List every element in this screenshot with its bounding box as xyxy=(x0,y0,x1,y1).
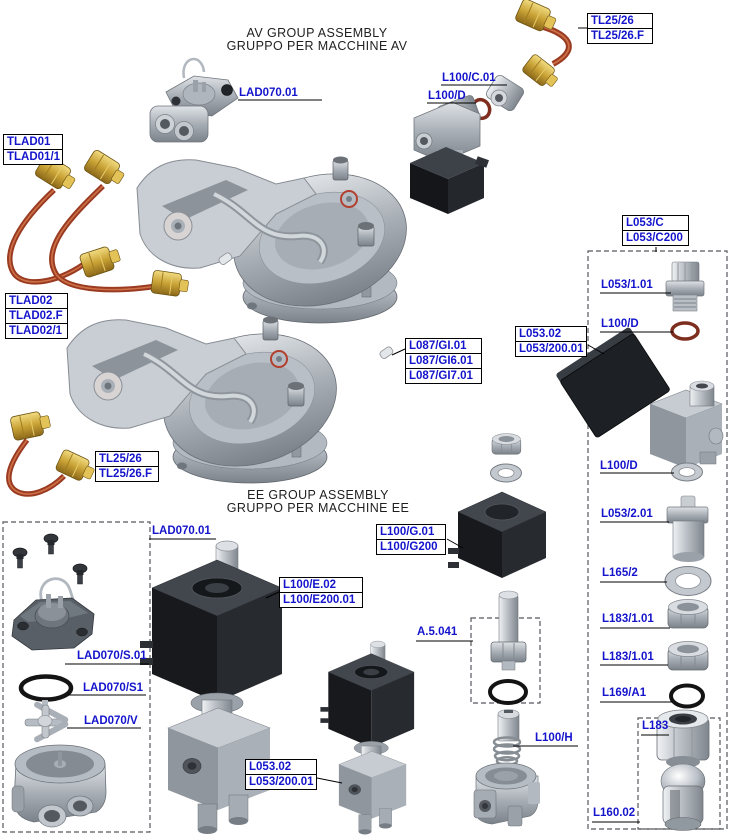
part-l160-fitting xyxy=(656,709,710,831)
part-a5041-plunger xyxy=(488,590,528,705)
label-l165-2[interactable]: L165/2 xyxy=(602,567,638,579)
part-valve-av xyxy=(410,95,490,214)
part-l165-washer xyxy=(664,566,712,596)
part-pin-l087 xyxy=(379,346,394,359)
part-hoses-tlad01 xyxy=(7,148,191,299)
label-lad070s1[interactable]: LAD070/S1 xyxy=(83,682,144,694)
label-l100d-box2[interactable]: L100/D xyxy=(600,460,638,472)
label-tlad02-f[interactable]: TLAD02.F xyxy=(5,308,68,324)
title-av-line1: AV GROUP ASSEMBLY xyxy=(246,26,388,40)
part-group-casting-av xyxy=(137,154,422,326)
label-l100d-box1[interactable]: L100/D xyxy=(601,318,639,330)
part-lad070s-lever xyxy=(11,577,95,651)
label-tl25-26-left[interactable]: TL25/26 xyxy=(95,451,159,467)
dashed-box-l053c xyxy=(587,250,728,830)
label-l053-02-bot[interactable]: L053.02 xyxy=(245,759,317,775)
label-stack-l100e: L100/E.02 L100/E200.01 xyxy=(279,577,363,608)
label-l100-e02[interactable]: L100/E.02 xyxy=(279,577,363,593)
part-coil-l100g xyxy=(448,433,547,578)
label-l087-gi[interactable]: L087/GI.01 xyxy=(405,338,482,354)
part-l053-1-fitting xyxy=(665,261,705,312)
label-l053-200-bot[interactable]: L053/200.01 xyxy=(245,774,317,790)
label-l183-1b[interactable]: L183/1.01 xyxy=(602,651,654,663)
label-l053-2[interactable]: L053/2.01 xyxy=(601,508,653,520)
label-l100d-top[interactable]: L100/D xyxy=(428,90,466,102)
label-stack-tl25-left: TL25/26 TL25/26.F xyxy=(95,451,159,482)
label-tlad01-1[interactable]: TLAD01/1 xyxy=(3,149,63,165)
part-pin-av xyxy=(218,252,233,265)
label-lad070-av[interactable]: LAD070.01 xyxy=(239,87,298,99)
label-stack-l053-02-bot: L053.02 L053/200.01 xyxy=(245,759,317,790)
label-l053-02-mid[interactable]: L053.02 xyxy=(515,326,587,342)
label-tlad02[interactable]: TLAD02 xyxy=(5,293,68,309)
part-l100d-oring-box xyxy=(670,321,700,341)
title-ee-line2: GRUPPO PER MACCHINE EE xyxy=(226,501,410,515)
part-l183-nut-1 xyxy=(667,599,709,629)
label-l100h[interactable]: L100/H xyxy=(535,732,573,744)
label-l053-c[interactable]: L053/C xyxy=(622,215,689,231)
label-stack-tlad01: TLAD01 TLAD01/1 xyxy=(3,134,63,165)
title-av-line2: GRUPPO PER MACCHINE AV xyxy=(226,39,408,53)
part-lad070s1-oring xyxy=(18,674,74,702)
label-l160-02[interactable]: L160.02 xyxy=(593,807,636,819)
part-lad070v-impeller xyxy=(24,700,69,743)
label-l053-c200[interactable]: L053/C200 xyxy=(622,230,689,246)
label-tl25-26-top[interactable]: TL25/26 xyxy=(587,13,653,29)
part-l183-nut-2 xyxy=(667,641,709,671)
label-stack-tlad02: TLAD02 TLAD02.F TLAD02/1 xyxy=(5,293,68,339)
label-l100c[interactable]: L100/C.01 xyxy=(442,72,496,84)
part-lad070-screws xyxy=(12,533,88,585)
part-l100c-fitting xyxy=(486,74,524,112)
label-l053-1[interactable]: L053/1.01 xyxy=(601,279,653,291)
label-l183[interactable]: L183 xyxy=(642,720,669,732)
title-ee-line1: EE GROUP ASSEMBLY xyxy=(247,488,389,502)
label-stack-l053c: L053/C L053/C200 xyxy=(622,215,689,246)
leader-lines xyxy=(65,27,674,823)
label-tl25-26f-left[interactable]: TL25/26.F xyxy=(95,466,159,482)
label-l100-e200[interactable]: L100/E200.01 xyxy=(279,592,363,608)
label-lad070-ee[interactable]: LAD070.01 xyxy=(152,525,211,537)
part-l053-2-fitting xyxy=(666,495,709,562)
label-l087-gi7[interactable]: L087/GI7.01 xyxy=(405,368,482,384)
label-stack-l053-02-mid: L053.02 L053/200.01 xyxy=(515,326,587,357)
part-hose-tl25-left xyxy=(6,408,98,497)
part-casting-small xyxy=(473,762,540,827)
part-l100d-washer xyxy=(671,462,703,482)
part-valve-l053-bottom xyxy=(320,640,415,835)
part-hose-tl25-top xyxy=(513,0,572,92)
label-tl25-26f-top[interactable]: TL25/26.F xyxy=(587,28,653,44)
label-tlad01[interactable]: TLAD01 xyxy=(3,134,63,150)
part-valve-l100e xyxy=(139,540,283,835)
label-tlad02-1[interactable]: TLAD02/1 xyxy=(5,323,68,339)
label-a5041[interactable]: A.5.041 xyxy=(417,626,458,638)
label-l100-g01[interactable]: L100/G.01 xyxy=(376,524,446,540)
label-l053-200-mid[interactable]: L053/200.01 xyxy=(515,341,587,357)
label-l183-1a[interactable]: L183/1.01 xyxy=(602,613,654,625)
part-lad070-body xyxy=(11,744,107,828)
label-stack-l087: L087/GI.01 L087/GI6.01 L087/GI7.01 xyxy=(405,338,482,384)
part-lad070-av xyxy=(149,57,239,143)
title-av-group: AV GROUP ASSEMBLY GRUPPO PER MACCHINE AV xyxy=(227,27,408,53)
label-lad070s[interactable]: LAD070/S.01 xyxy=(77,650,147,662)
part-solenoid-l053c xyxy=(556,327,724,468)
label-stack-tl25-top: TL25/26 TL25/26.F xyxy=(587,13,653,44)
label-l087-gi6[interactable]: L087/GI6.01 xyxy=(405,353,482,369)
label-l100-g200[interactable]: L100/G200 xyxy=(376,539,446,555)
title-ee-group: EE GROUP ASSEMBLY GRUPPO PER MACCHINE EE xyxy=(227,489,409,515)
label-stack-l100g: L100/G.01 L100/G200 xyxy=(376,524,446,555)
label-l169-a1[interactable]: L169/A1 xyxy=(602,687,647,699)
label-lad070v[interactable]: LAD070/V xyxy=(84,715,138,727)
dashed-box-lad070 xyxy=(2,521,151,833)
part-l100h xyxy=(492,709,522,767)
part-l169-oring xyxy=(669,683,705,709)
